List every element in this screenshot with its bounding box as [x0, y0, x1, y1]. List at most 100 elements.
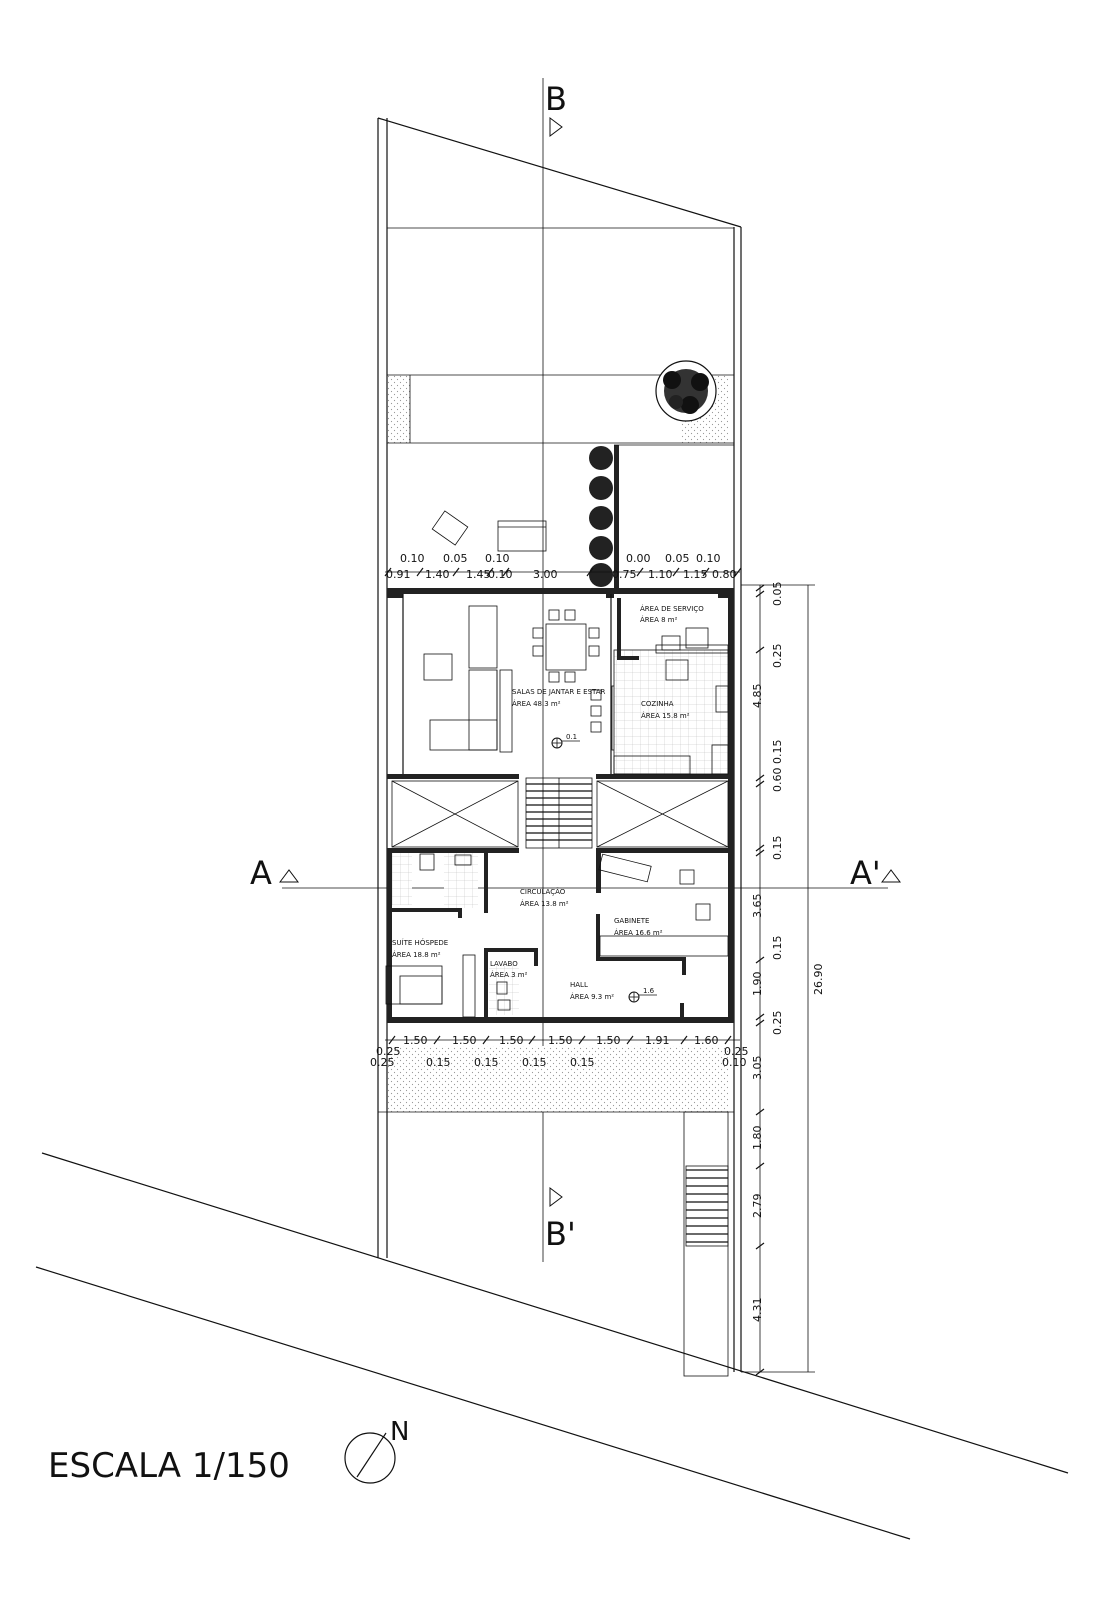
- dimension-label: 1.45: [466, 568, 491, 581]
- room-area: ÁREA 8 m²: [640, 615, 678, 624]
- dimension-tick: [724, 1035, 732, 1045]
- dimension-label: 0.00: [626, 552, 651, 565]
- dimension-label: 1.10: [648, 568, 673, 581]
- dimension-label: 0.25: [376, 1045, 401, 1058]
- total-dimension: 26.90: [812, 964, 825, 996]
- level-mark: [551, 737, 580, 749]
- dimension-tick: [755, 1013, 765, 1021]
- dimension-tick: [416, 567, 424, 577]
- dimension-tick: [755, 956, 765, 964]
- dimension-tick: [433, 1035, 441, 1045]
- dimension-label: 1.50: [499, 1034, 524, 1047]
- dimension-tick: [388, 1035, 396, 1045]
- dimension-tick: [755, 780, 765, 788]
- dimension-tick: [452, 567, 460, 577]
- dimension-tick: [486, 567, 494, 577]
- kitchen-floor: [613, 644, 729, 775]
- lower-rooms: [385, 853, 729, 1023]
- dimension-tick: [755, 1019, 765, 1027]
- dimension-label: 1.50: [596, 1034, 621, 1047]
- dimension-tick: [528, 1035, 536, 1045]
- section-b-label: B: [545, 80, 567, 118]
- dimension-tick: [755, 1162, 765, 1170]
- dimension-label: 0.05: [443, 552, 468, 565]
- service-area: [617, 598, 709, 660]
- dimension-label: 0.25: [771, 644, 784, 669]
- dimension-tick: [586, 567, 594, 577]
- dimension-label: 0.25: [724, 1045, 749, 1058]
- dimension-label: 2.79: [751, 1194, 764, 1219]
- dimension-tick: [626, 1035, 634, 1045]
- dimension-tick: [482, 1035, 490, 1045]
- street-lines: [35, 1152, 1069, 1540]
- dimension-tick: [680, 1035, 688, 1045]
- dimension-label: 0.15: [771, 936, 784, 961]
- front-garden: [378, 1046, 734, 1377]
- dimension-label: 0.10: [722, 1056, 747, 1069]
- room-name: SUÍTE HÓSPEDE: [392, 938, 448, 947]
- section-a-label: A: [250, 854, 272, 892]
- void-left: [391, 780, 519, 848]
- dimension-label: 1.50: [403, 1034, 428, 1047]
- room-area: ÁREA 13.8 m²: [520, 899, 569, 908]
- dimension-tick: [384, 567, 392, 577]
- dimension-label: 1.80: [751, 1126, 764, 1151]
- room-area: ÁREA 15.8 m²: [641, 711, 690, 720]
- scale-label: ESCALA 1/150: [48, 1446, 290, 1486]
- dimension-label: 0.05: [665, 552, 690, 565]
- dimension-label: 1.50: [452, 1034, 477, 1047]
- room-name: LAVABO: [490, 960, 518, 968]
- level-mark-label: 1.6: [643, 987, 655, 995]
- room-name: ÁREA DE SERVIÇO: [640, 604, 704, 613]
- north-label: N: [390, 1417, 409, 1447]
- dimension-label: 4.85: [751, 684, 764, 709]
- terrace-furniture: [431, 510, 547, 552]
- section-line-a: [279, 869, 901, 889]
- dimension-label: 0.15: [771, 836, 784, 861]
- dimension-tick: [755, 584, 765, 592]
- house-walls: [387, 588, 734, 1023]
- dimension-tick: [578, 1035, 586, 1045]
- room-name: COZINHA: [641, 700, 674, 708]
- room-name: GABINETE: [614, 917, 649, 925]
- dimension-label: 0.15: [522, 1056, 547, 1069]
- dimension-label: 3.05: [751, 1056, 764, 1081]
- level-mark: [628, 991, 657, 1003]
- dimension-label: 1.60: [694, 1034, 719, 1047]
- north-arrow-icon: [344, 1432, 396, 1484]
- dimension-label: 0.25: [771, 1011, 784, 1036]
- lot-boundary: [377, 117, 742, 1372]
- room-area: ÁREA 9.3 m²: [570, 992, 614, 1001]
- void-right: [596, 780, 729, 848]
- dimension-label: 4.31: [751, 1298, 764, 1323]
- dimension-tick: [755, 1242, 765, 1250]
- dimension-label: 0.91: [386, 568, 411, 581]
- dimension-label: 0.80: [712, 568, 737, 581]
- level-mark-label: 0.1: [566, 733, 577, 741]
- dimension-label: 0.05: [771, 582, 784, 607]
- dimension-label: 0.15: [771, 740, 784, 765]
- dimension-label: 0.25: [370, 1056, 395, 1069]
- dimension-label: 1.50: [548, 1034, 573, 1047]
- central-stair: [525, 777, 593, 849]
- dimension-label: 0.15: [426, 1056, 451, 1069]
- room-name: HALL: [570, 981, 588, 989]
- section-a-prime-label: A': [850, 854, 881, 892]
- dimension-label: 0.10: [696, 552, 721, 565]
- dimension-tick: [734, 567, 742, 577]
- dimension-label: 1.90: [751, 972, 764, 997]
- dimension-label: 0.15: [474, 1056, 499, 1069]
- dimension-label: 0.60: [771, 768, 784, 793]
- room-name: SALAS DE JANTAR E ESTAR: [512, 688, 606, 696]
- tree-icon: [655, 360, 717, 422]
- dimension-tick: [672, 567, 680, 577]
- dimension-tick: [636, 567, 644, 577]
- section-b-prime-label: B': [545, 1215, 576, 1253]
- side-dimension-line: [741, 584, 815, 1373]
- room-area: ÁREA 16.6 m²: [614, 928, 663, 937]
- dimension-label: 1.91: [645, 1034, 670, 1047]
- dimension-tick: [755, 590, 765, 598]
- dimension-label: 0.10: [485, 552, 510, 565]
